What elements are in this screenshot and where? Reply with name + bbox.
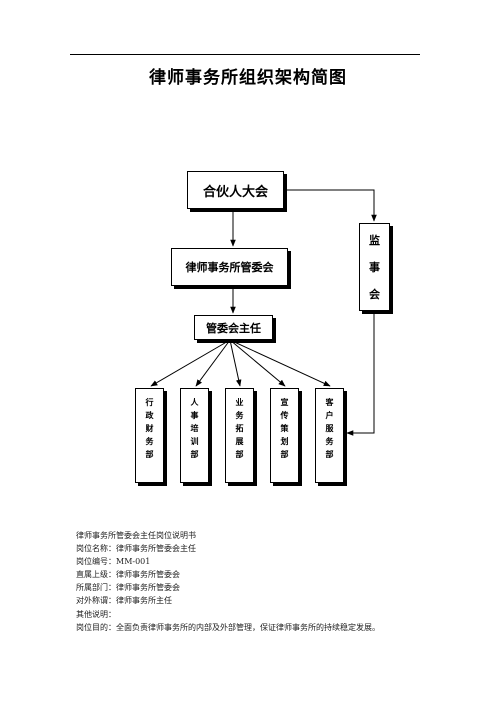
- dept-customer-service-box: 客 户 服 务 部: [315, 388, 344, 483]
- dept-char: 训: [190, 437, 199, 446]
- position-code-line: 岗位编号：MM-001: [76, 557, 151, 567]
- dept-char: 政: [145, 411, 154, 420]
- dept-char: 业: [235, 398, 244, 407]
- dept-business-development-box: 业 务 拓 展 部: [225, 388, 254, 483]
- dept-char: 培: [190, 424, 199, 433]
- arrow-director-to-dept-5: [229, 339, 331, 387]
- position-name-line: 岗位名称：律师事务所管委会主任: [76, 544, 196, 554]
- dept-char: 事: [190, 411, 199, 420]
- dept-char: 人: [190, 398, 199, 407]
- dept-char: 务: [235, 411, 244, 420]
- partners-council-box: 合伙人大会: [187, 171, 284, 209]
- job-description-block: 律师事务所管委会主任岗位说明书 岗位名称：律师事务所管委会主任 岗位编号：MM-…: [76, 529, 380, 634]
- dept-char: 部: [325, 450, 334, 459]
- dept-char: 服: [325, 424, 334, 433]
- supervisory-char: 事: [369, 260, 380, 274]
- dept-publicity-planning-box: 宣 传 策 划 部: [270, 388, 299, 483]
- dept-char: 展: [235, 437, 244, 446]
- dept-char: 拓: [235, 424, 244, 433]
- dept-char: 户: [325, 411, 334, 420]
- dept-char: 务: [145, 437, 154, 446]
- dept-char: 宣: [280, 398, 289, 407]
- dept-char: 部: [280, 450, 289, 459]
- external-title-line: 对外称谓：律师事务所主任: [76, 596, 172, 606]
- dept-admin-finance-box: 行 政 财 务 部: [135, 388, 164, 483]
- department-line: 所属部门：律师事务所管委会: [76, 583, 180, 593]
- document-title: 律师事务所组织架构简图: [149, 68, 347, 88]
- arrow-director-to-dept-2: [195, 339, 231, 387]
- purpose-line: 岗位目的：全面负责律师事务所的内部及外部管理，保证律师事务所的持续稳定发展。: [76, 622, 380, 632]
- dept-char: 行: [145, 398, 154, 407]
- supervisory-char: 监: [369, 234, 380, 248]
- other-notes-line: 其他说明：: [76, 609, 116, 619]
- direct-superior-line: 直属上级：律师事务所管委会: [76, 570, 180, 580]
- dept-hr-training-box: 人 事 培 训 部: [180, 388, 209, 483]
- dept-char: 传: [280, 411, 289, 420]
- supervisory-board-box: 监 事 会: [359, 223, 390, 311]
- dept-char: 部: [190, 450, 199, 459]
- dept-char: 部: [235, 450, 244, 459]
- arrow-director-to-dept-4: [229, 339, 286, 387]
- supervisory-char: 会: [369, 287, 380, 301]
- dept-char: 策: [280, 424, 289, 433]
- dept-char: 务: [325, 437, 334, 446]
- dept-char: 客: [325, 398, 334, 407]
- committee-director-box: 管委会主任: [194, 315, 273, 340]
- dept-char: 划: [280, 437, 289, 446]
- arrow-supervisory-to-customer-dept: [346, 311, 375, 436]
- arrow-council-to-supervisory: [284, 189, 377, 222]
- arrow-director-to-dept-3: [229, 339, 242, 387]
- job-description-heading: 律师事务所管委会主任岗位说明书: [76, 531, 196, 540]
- header-rule: [70, 54, 420, 55]
- dept-char: 财: [145, 424, 154, 433]
- arrow-director-to-dept-1: [150, 339, 231, 387]
- management-committee-box: 律师事务所管委会: [171, 248, 288, 286]
- dept-char: 部: [145, 450, 154, 459]
